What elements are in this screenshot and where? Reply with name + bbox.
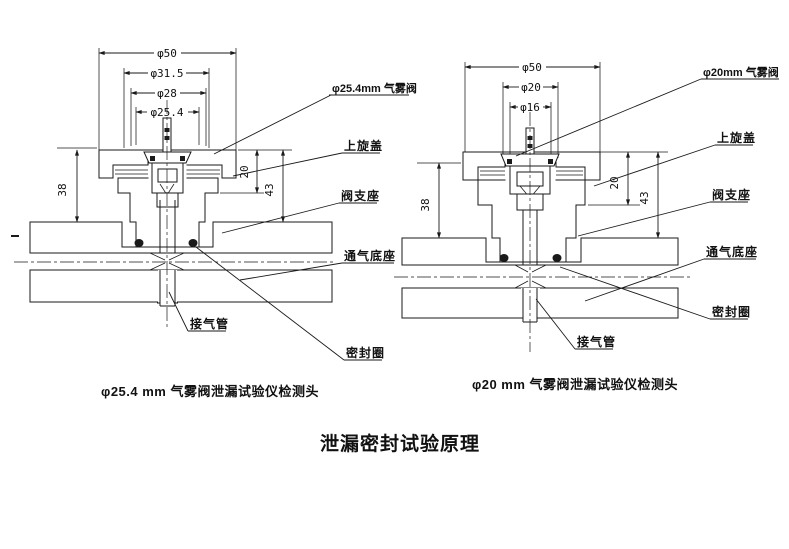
left-seal-ring-right [188,239,198,247]
left-seal-ring-left [134,239,144,247]
dim-phi16-right: φ16 [520,101,540,114]
right-diameter-dimensions: φ50 φ20 φ16 [464,61,601,114]
left-pipe-hole [158,270,177,306]
label-cap-left: 上旋盖 [344,138,383,153]
right-figure: φ50 φ20 φ16 38 20 43 [394,61,779,392]
dim-20-left: 20 [238,165,251,178]
dim-phi31-5-left: φ31.5 [150,67,183,80]
dim-20-right: 20 [608,176,621,189]
label-base-right: 通气底座 [706,244,758,259]
label-valve-right: φ20mm 气雾阀 [703,65,779,79]
right-cap-thread-lines [480,170,583,176]
right-callout-valve: φ20mm 气雾阀 [515,65,779,157]
left-base-top-slab [29,221,333,254]
left-height-dimensions: 38 20 43 [56,149,286,223]
left-callout-cap: 上旋盖 [232,138,383,177]
left-callout-pipe: 接气管 [168,291,229,332]
right-base-top-slab [401,237,679,266]
label-seat-right: 阀支座 [712,187,751,202]
right-seal-ring-right [552,254,562,262]
dim-43-right: 43 [638,191,651,204]
right-pipe-hole [521,288,540,322]
label-pipe-left: 接气管 [190,316,229,331]
left-caption: φ25.4 mm 气雾阀泄漏试验仪检测头 [101,384,319,399]
label-cap-right: 上旋盖 [717,130,756,145]
left-mounting-cup [143,151,192,164]
label-seal-left: 密封圈 [346,345,385,360]
figure-title: 泄漏密封试验原理 [320,432,480,455]
dim-phi50-right: φ50 [522,61,542,74]
dim-phi20-right: φ20 [521,81,541,94]
left-figure: φ50 φ31.5 φ28 φ25.4 38 20 43 [14,47,417,399]
right-callout-cap: 上旋盖 [593,130,756,187]
dim-phi28-left: φ28 [157,87,177,100]
dim-38-left: 38 [56,183,69,196]
label-seat-left: 阀支座 [341,188,380,203]
left-callout-base: 通气底座 [239,248,396,281]
left-diameter-dimensions: φ50 φ31.5 φ28 φ25.4 [98,47,237,119]
left-callout-seal: 密封圈 [195,246,385,361]
right-callout-seal: 密封圈 [559,266,751,320]
left-valve-housing [156,192,179,208]
label-seal-right: 密封圈 [712,304,751,319]
left-extension-lines [57,48,292,194]
right-caption: φ20 mm 气雾阀泄漏试验仪检测头 [472,377,678,392]
left-gas-pipe [157,270,178,307]
right-callout-seat: 阀支座 [577,187,751,237]
right-seal-ring-left [499,254,509,262]
left-callout-valve: φ25.4mm 气雾阀 [213,81,417,155]
left-base-bottom-slab [29,269,333,303]
left-channel-venturi [149,252,185,271]
label-valve-left: φ25.4mm 气雾阀 [332,81,417,95]
left-stem-channel [160,200,175,253]
left-valve-body [151,162,184,194]
dim-43-left: 43 [263,183,276,196]
label-pipe-right: 接气管 [577,334,616,349]
right-gas-pipe [520,288,540,323]
right-callout-base: 通气底座 [584,244,758,302]
right-height-dimensions: 38 20 43 [419,151,661,239]
right-channel-venturi [514,264,547,289]
dim-38-right: 38 [419,198,432,211]
left-cap-thread-lines [115,169,220,175]
left-callout-seat: 阀支座 [221,188,380,234]
label-base-left: 通气底座 [344,248,396,263]
dim-phi50-left: φ50 [157,47,177,60]
right-callout-pipe: 接气管 [535,298,616,350]
